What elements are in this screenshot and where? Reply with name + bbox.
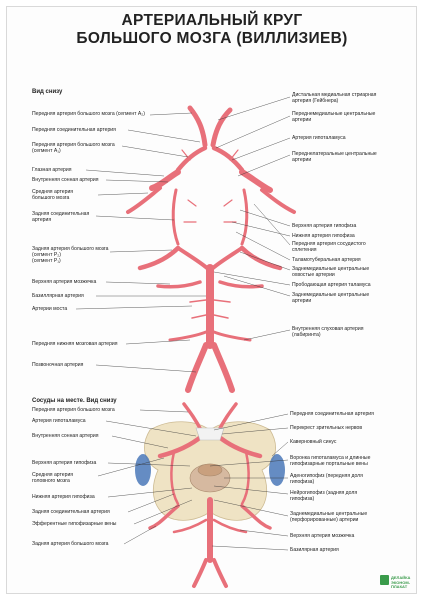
bottom-left-leaders	[97, 409, 197, 545]
label-thalamoperforating: Прободающая артерия таламуса	[292, 282, 371, 288]
label-pontine-arteries: Артерии моста	[32, 306, 68, 312]
section-label-top: Вид снизу	[32, 89, 63, 95]
logo-icon	[380, 575, 389, 585]
label-b-neurohypophysis: Нейрогипофиз (задняя доля гипофиза)	[290, 490, 358, 502]
title-line-1: АРТЕРИАЛЬНЫЙ КРУГ	[121, 12, 303, 29]
label-hypothalamic-artery: Артерия гипоталамуса	[292, 135, 346, 141]
label-superior-cerebellar: Верхняя артерия мозжечка	[32, 279, 97, 285]
label-b-superior-cerebellar: Верхняя артерия мозжечка	[290, 533, 355, 539]
label-aica: Передняя нижняя мозговая артерия	[32, 341, 118, 347]
label-b-efferent-veins: Эфферентные гипофизарные вены	[32, 521, 117, 527]
section-label-bottom: Сосуды на месте. Вид снизу	[32, 398, 117, 404]
label-posteromedial-caudate: Заднемедиальные центральные охвостые арт…	[292, 266, 370, 278]
label-posteromedial-central: Заднемедиальные центральные артерии	[292, 292, 370, 304]
label-middle-cerebral: Средняя артерия большого мозга	[32, 189, 74, 201]
label-b-anterior-communicating: Передняя соединительная артерия	[290, 411, 374, 417]
optic-chiasm	[195, 427, 225, 441]
label-thalamotuberal: Таламотуберальная артерия	[292, 257, 361, 263]
label-b-infundibulum: Воронка гипоталамуса и длинные гипофизар…	[290, 455, 371, 467]
bottom-right-leaders	[209, 413, 289, 551]
label-anterior-choroidal: Передняя артерия сосудистого сплетения	[292, 241, 366, 253]
label-ophthalmic-artery: Глазная артерия	[32, 167, 72, 173]
page-title: АРТЕРИАЛЬНЫЙ КРУГ БОЛЬШОГО МОЗГА (ВИЛЛИЗ…	[0, 12, 424, 48]
label-inferior-hypophyseal: Нижняя артерия гипофиза	[292, 233, 355, 239]
label-internal-carotid: Внутренняя сонная артерия	[32, 177, 99, 183]
label-anteromedial-central: Переднемедиальные центральные артерии	[292, 111, 376, 123]
label-superior-hypophyseal: Верхняя артерия гипофиза	[292, 223, 357, 229]
label-b-basilar: Базилярная артерия	[290, 547, 339, 553]
top-left-leaders	[75, 112, 206, 373]
publisher-logo: ДЕЛАЙКА ЭКОНОМ-ПЛАКАТ	[380, 574, 411, 589]
label-heubner-artery: Дистальная медиальная стриарная артерия …	[292, 92, 377, 104]
label-anterior-cerebral-a2: Передняя артерия большого мозга (сегмент…	[32, 111, 145, 117]
label-b-adenohypophysis: Аденогипофиз (передняя доля гипофиза)	[290, 473, 363, 485]
label-b-posterior-cerebral: Задняя артерия большого мозга	[32, 541, 109, 547]
top-right-leaders	[213, 96, 291, 341]
label-b-optic-chiasm: Перекрест зрительных нервов	[290, 425, 363, 431]
label-b-cavernous-sinus: Каверновный синус	[290, 439, 337, 445]
label-basilar: Базиллярная артерия	[32, 293, 84, 299]
label-labyrinthine: Внутренняя слуховая артерия (лабиринта)	[292, 326, 364, 338]
title-line-2: БОЛЬШОГО МОЗГА (ВИЛЛИЗИЕВ)	[76, 30, 348, 47]
label-b-middle-cerebral: Средняя артерия головного мозга	[32, 472, 74, 484]
label-posterior-communicating: Задняя соединительная артерия	[32, 211, 90, 223]
label-b-posterior-communicating: Задняя соединительная артерия	[32, 509, 110, 515]
label-b-internal-carotid: Внутренняя сонная артерия	[32, 433, 99, 439]
label-anterior-communicating: Передняя соединительная артерия	[32, 127, 116, 133]
label-anterolateral-central: Переднелатеральные центральные артерии	[292, 151, 377, 163]
label-b-hypothalamic: Артерия гипоталамуса	[32, 418, 86, 424]
label-anterior-cerebral-a1: Передняя артерия большого мозга (сегмент…	[32, 142, 115, 154]
label-vertebral: Позвоночная артерия	[32, 362, 84, 368]
label-posterior-cerebral: Задняя артерия большого мозга (сегмент P…	[32, 246, 109, 264]
label-b-perforating-arteries: Заднемедиальные центральные (перфорирова…	[290, 511, 368, 523]
logo-text: ДЕЛАЙКА ЭКОНОМ-ПЛАКАТ	[391, 575, 411, 589]
label-b-superior-hypophyseal: Верхняя артерия гипофиза	[32, 460, 97, 466]
label-b-anterior-cerebral: Передняя артерия большого мозга	[32, 407, 115, 413]
label-b-inferior-hypophyseal: Нижняя артерия гипофиза	[32, 494, 95, 500]
bottom-arteries	[148, 402, 272, 588]
